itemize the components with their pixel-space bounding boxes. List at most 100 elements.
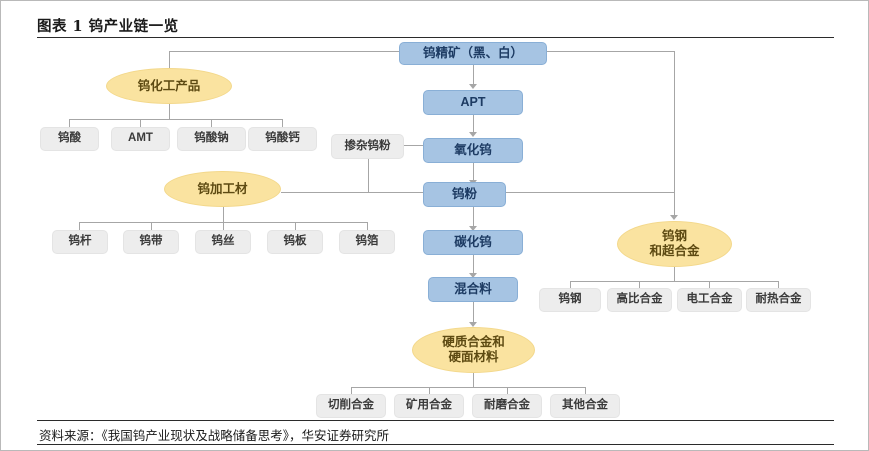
node-label: 电工合金 <box>686 293 733 306</box>
edge-hardmetal-bus <box>351 387 585 388</box>
edge-chem-c1 <box>69 119 70 127</box>
node-mixture[interactable]: 混合料 <box>428 277 518 302</box>
node-electrical-alloy[interactable]: 电工合金 <box>677 288 742 312</box>
node-tungsten-concentrate[interactable]: 钨精矿（黑、白） <box>399 42 547 65</box>
edge-mixture-hardmetal <box>473 302 474 322</box>
node-label: 钨酸钠 <box>194 132 229 145</box>
edge-bus-to-chem <box>169 51 170 69</box>
edge-apt-oxide <box>473 115 474 132</box>
node-wear-resistant-alloy[interactable]: 耐磨合金 <box>472 394 542 418</box>
edge-concentrate-down <box>473 65 474 84</box>
edge-hardmetal-h3 <box>507 387 508 394</box>
node-high-density-alloy[interactable]: 高比合金 <box>607 288 672 312</box>
node-label: 矿用合金 <box>406 399 452 412</box>
page-title: 图表 1 钨产业链一览 <box>37 18 179 35</box>
node-tungsten-foil[interactable]: 钨箔 <box>339 230 395 254</box>
edge-wrought-w3 <box>223 222 224 230</box>
node-label: 耐热合金 <box>755 293 802 306</box>
source-note: 资料来源：《我国钨产业现状及战略储备思考》，华安证券研究所 <box>39 428 390 443</box>
edge-wrought-w4 <box>295 222 296 230</box>
arrow-carbide-mixture <box>469 273 477 278</box>
node-label: 钨丝 <box>211 235 235 248</box>
node-label: 钨板 <box>283 235 307 248</box>
node-label: 高比合金 <box>616 293 663 306</box>
node-tungstic-acid[interactable]: 钨酸 <box>40 127 99 151</box>
arrow-concentrate-apt <box>469 84 477 89</box>
node-tungsten-rod[interactable]: 钨杆 <box>52 230 108 254</box>
arrow-powder-carbide <box>469 226 477 231</box>
node-mining-alloy[interactable]: 矿用合金 <box>394 394 464 418</box>
node-calcium-tungstate[interactable]: 钨酸钙 <box>248 127 317 151</box>
node-label: 钨带 <box>139 235 163 248</box>
node-label: 其他合金 <box>562 399 608 412</box>
edge-doped-oxide <box>404 145 440 146</box>
node-tungsten-strip[interactable]: 钨带 <box>123 230 179 254</box>
title-divider <box>37 37 834 38</box>
node-label: 钨化工产品 <box>137 78 201 93</box>
edge-powder-trunk <box>506 192 674 193</box>
edge-doped-down <box>368 159 369 192</box>
node-tungsten-steel-and-superalloy[interactable]: 钨钢 和超合金 <box>617 221 732 267</box>
node-doped-tungsten-powder[interactable]: 掺杂钨粉 <box>331 134 404 159</box>
node-label: 混合料 <box>454 282 492 297</box>
edge-carbide-mixture <box>473 255 474 273</box>
edge-bus-right-trunk <box>674 51 675 215</box>
edge-chem-c3 <box>211 119 212 127</box>
node-label: 掺杂钨粉 <box>344 139 391 152</box>
node-tungsten-powder[interactable]: 钨粉 <box>423 182 506 207</box>
node-tungsten-carbide[interactable]: 碳化钨 <box>423 230 523 255</box>
node-label: 钨杆 <box>68 235 92 248</box>
node-tungsten-chemical-products[interactable]: 钨化工产品 <box>106 68 232 104</box>
edge-wrought-w5 <box>367 222 368 230</box>
edge-steel-s1 <box>570 281 571 288</box>
edge-chem-c4 <box>282 119 283 127</box>
edge-wrought-w2 <box>151 222 152 230</box>
node-sodium-tungstate[interactable]: 钨酸钠 <box>177 127 246 151</box>
node-other-alloy[interactable]: 其他合金 <box>550 394 620 418</box>
node-label: APT <box>460 95 486 110</box>
node-apt[interactable]: APT <box>423 90 523 115</box>
node-label-line1: 钨钢 <box>661 229 687 244</box>
node-label: 钨粉 <box>451 187 477 202</box>
footer-divider-bottom <box>37 444 834 445</box>
node-cemented-carbide-and-hardfacing[interactable]: 硬质合金和 硬面材料 <box>412 327 535 373</box>
node-label: 碳化钨 <box>454 235 492 250</box>
edge-steel-bus <box>570 281 778 282</box>
node-label-line2: 和超合金 <box>649 244 700 258</box>
edge-steel-s3 <box>709 281 710 288</box>
arrow-trunk-steel <box>670 215 678 220</box>
node-heat-resistant-alloy[interactable]: 耐热合金 <box>746 288 811 312</box>
edge-wrought-down <box>223 207 224 222</box>
node-tungsten-wrought-material[interactable]: 钨加工材 <box>164 171 281 207</box>
node-tungsten-wire[interactable]: 钨丝 <box>195 230 251 254</box>
edge-hardmetal-h2 <box>429 387 430 394</box>
edge-oxide-powder <box>473 163 474 180</box>
arrow-apt-oxide <box>469 132 477 137</box>
node-label: 耐磨合金 <box>484 399 530 412</box>
node-cutting-alloy[interactable]: 切削合金 <box>316 394 386 418</box>
edge-wrought-powder <box>281 192 440 193</box>
node-tungsten-steel[interactable]: 钨钢 <box>539 288 601 312</box>
edge-steel-s2 <box>639 281 640 288</box>
edge-wrought-w1 <box>79 222 80 230</box>
node-label: 钨酸 <box>58 132 81 145</box>
node-amt[interactable]: AMT <box>111 127 170 151</box>
edge-chem-bus <box>69 119 282 120</box>
node-label: 钨加工材 <box>197 181 248 196</box>
edge-hardmetal-h1 <box>351 387 352 394</box>
node-label: 氧化钨 <box>454 143 492 158</box>
flowchart-canvas: 钨精矿（黑、白） APT 氧化钨 钨粉 碳化钨 混合料 掺杂钨粉 钨化工产品 钨… <box>1 39 868 419</box>
node-label-line1: 硬质合金和 <box>442 335 505 350</box>
node-label: 钨箔 <box>355 235 379 248</box>
node-tungsten-plate[interactable]: 钨板 <box>267 230 323 254</box>
edge-steel-s4 <box>778 281 779 288</box>
edge-powder-carbide <box>473 207 474 226</box>
arrow-mixture-hardmetal <box>469 322 477 327</box>
node-tungsten-oxide[interactable]: 氧化钨 <box>423 138 523 163</box>
edge-chem-c2 <box>140 119 141 127</box>
node-label: AMT <box>128 132 153 145</box>
edge-steel-down <box>674 267 675 281</box>
footer-divider-top <box>37 420 834 421</box>
node-label: 钨精矿（黑、白） <box>422 46 523 61</box>
node-label-line2: 硬面材料 <box>448 350 499 364</box>
